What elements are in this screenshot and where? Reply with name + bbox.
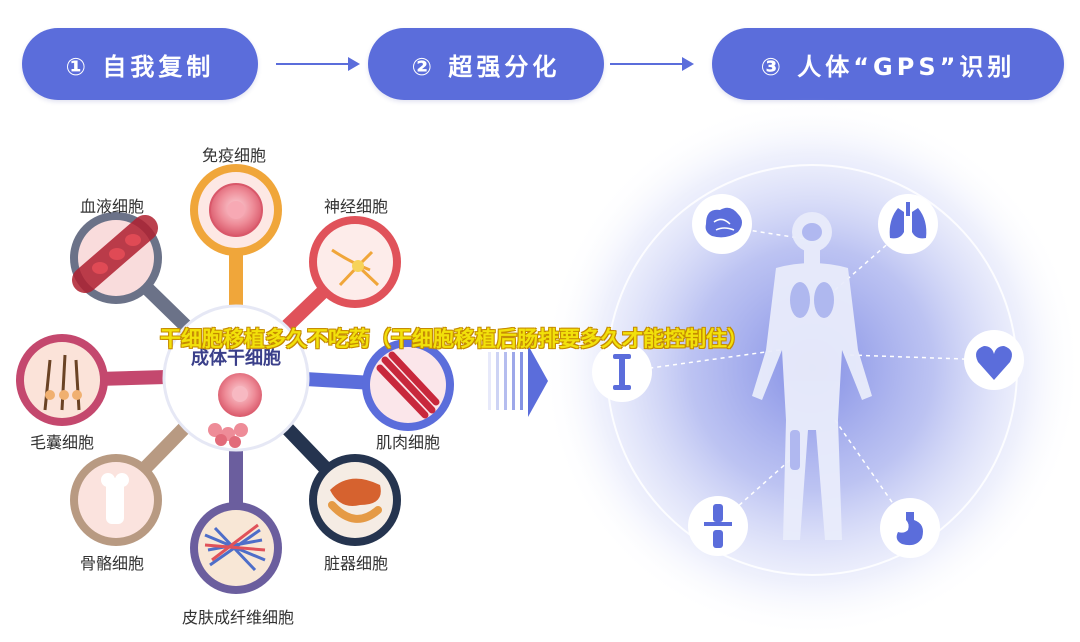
label-muscle-cell: 肌肉细胞 xyxy=(375,433,441,452)
label-hair-follicle-cell: 毛囊细胞 xyxy=(29,433,95,452)
heart-icon xyxy=(964,330,1024,390)
body-organs xyxy=(790,223,834,470)
bone-icon xyxy=(592,342,652,402)
cell-bone xyxy=(70,454,162,546)
cell-skin-fibroblast xyxy=(190,502,282,594)
arrow-line-1 xyxy=(276,63,350,65)
knee-joint-icon xyxy=(688,496,748,556)
step-label: ① 自我复制 xyxy=(65,52,215,81)
cell-neuron xyxy=(309,216,401,308)
lungs-icon xyxy=(878,194,938,254)
label-bone-cell: 骨骼细胞 xyxy=(79,554,145,573)
stomach-icon xyxy=(880,498,940,558)
cell-immune xyxy=(190,164,282,256)
cell-muscle xyxy=(362,339,454,431)
step-differentiation: ② 超强分化 xyxy=(368,28,604,100)
brain-icon xyxy=(692,194,752,254)
label-organ-cell: 脏器细胞 xyxy=(323,554,389,573)
cell-hair-follicle xyxy=(16,334,108,426)
step-gps-recognition: ③ 人体“GPS”识别 xyxy=(712,28,1064,100)
overlay-caption: 干细胞移植多久不吃药（干细胞移植后肠排要多久才能控制住） xyxy=(160,327,748,351)
step-self-replication: ① 自我复制 xyxy=(22,28,258,100)
arrow-head-2 xyxy=(682,57,694,71)
label-immune-cell: 免疫细胞 xyxy=(201,146,267,165)
center-stem-cell xyxy=(162,304,310,452)
label-blood-cell: 血液细胞 xyxy=(79,197,145,216)
transition-chevron xyxy=(488,345,548,417)
cell-organ xyxy=(309,454,401,546)
arrow-line-2 xyxy=(610,63,684,65)
step-label: ③ 人体“GPS”识别 xyxy=(760,52,1016,81)
label-adult-stem-cell: 成体干细胞 xyxy=(191,348,281,369)
arrow-head-1 xyxy=(348,57,360,71)
step-label: ② 超强分化 xyxy=(411,52,561,81)
label-neuron-cell: 神经细胞 xyxy=(323,197,389,216)
label-skin-fibroblast-cell: 皮肤成纤维细胞 xyxy=(181,608,295,627)
cell-blood xyxy=(70,212,162,304)
